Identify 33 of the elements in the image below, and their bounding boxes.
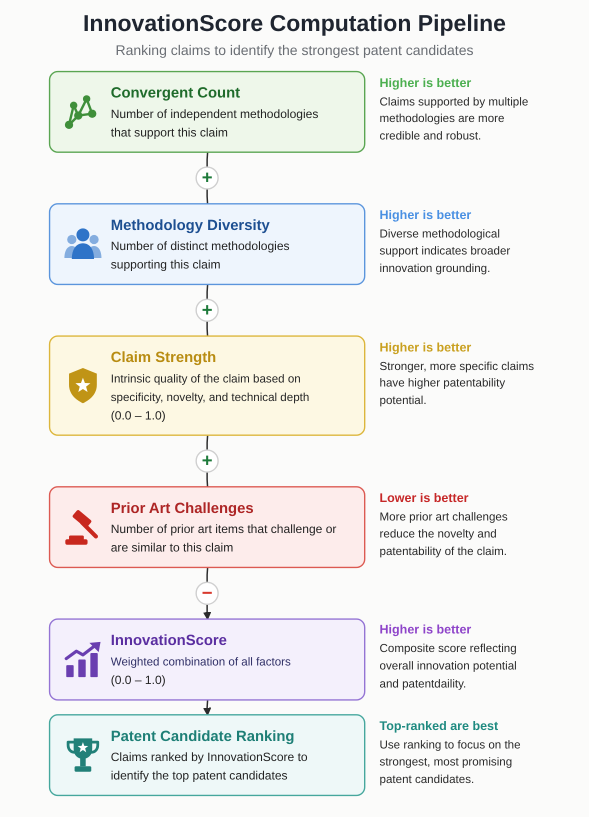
connector <box>206 436 209 450</box>
node-box: Prior Art Challenges Number of prior art items that challenge or are similar to this claim <box>49 486 366 568</box>
note-text: More prior art challenges reduce the novelty and patentability of the claim. <box>380 509 509 560</box>
connector <box>206 472 209 488</box>
arrow <box>203 604 212 620</box>
node-circle: + <box>196 449 220 473</box>
note-text: Claims supported by multiple methodologies are more credible and robust. <box>380 94 530 144</box>
note-heading: Top-ranked are best <box>380 718 498 732</box>
arrow <box>203 700 212 716</box>
note-text: Use ranking to focus on the strongest, most promising patent candidates. <box>380 736 522 788</box>
note-text: Composite score reflecting overall innovation potential and patentdaility. <box>380 641 518 692</box>
note-text: Stronger, more specific claims have higher patentability potential. <box>380 358 536 409</box>
node-box: Claim Strength Intrinsic quality of the claim based on specificity, novelty, and technical depth (0.0 – 1.0) <box>49 335 366 436</box>
note-heading: Higher is better <box>380 75 472 90</box>
connector <box>206 284 209 300</box>
note-heading: Higher is better <box>380 208 472 222</box>
node-box: Methodology Diversity Number of distinct methodologies supporting this claim <box>49 203 366 286</box>
node-circle: + <box>196 166 220 190</box>
node-box: Convergent Count Number of independent methodologies that support this claim <box>49 70 366 153</box>
note-text: Diverse methodological support indicates broader innovation grounding. <box>380 226 512 277</box>
subtitle: Ranking claims to identify the strongest patent candidates <box>116 42 474 58</box>
connector <box>206 568 209 582</box>
node-circle: − <box>196 582 220 605</box>
note-heading: Higher is better <box>380 622 472 637</box>
note-heading: Lower is better <box>380 490 469 504</box>
connector <box>206 152 209 168</box>
diagram-title: InnovationScore Computation Pipeline <box>83 10 506 37</box>
connector <box>206 321 209 337</box>
connector <box>206 188 209 204</box>
node-circle: + <box>196 298 220 322</box>
note-heading: Higher is better <box>380 340 472 354</box>
node-box: Patent Candidate Ranking Claims ranked by InnovationScore to identify the top patent candidates <box>49 714 366 796</box>
node-box: InnovationScore Weighted combination of all factors (0.0 – 1.0) <box>49 618 366 701</box>
